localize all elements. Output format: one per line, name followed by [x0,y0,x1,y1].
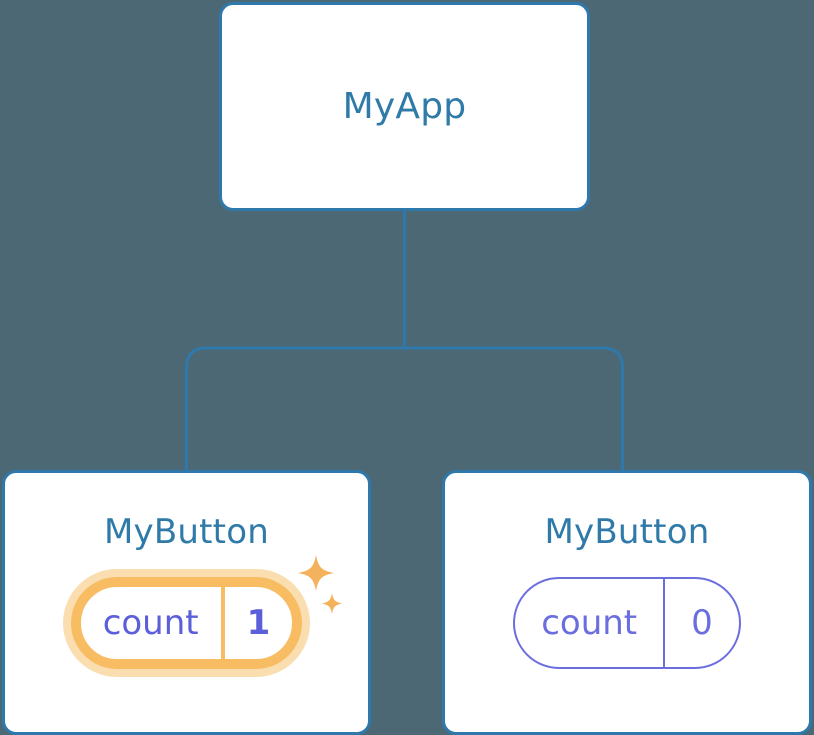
node-mybutton-2[interactable]: MyButton count 0 [442,470,812,735]
state-key: count [541,603,638,643]
state-value: 1 [220,587,293,659]
state-key: count [102,603,199,643]
node-myapp[interactable]: MyApp [219,2,590,211]
node-mybutton-1[interactable]: MyButton count 1 [2,470,371,735]
node-title: MyApp [342,85,467,127]
state-pill-count[interactable]: count 0 [513,577,741,669]
state-pill-wrap: count 0 [513,577,741,669]
state-value: 0 [663,579,739,667]
state-pill-wrap: count 1 [70,555,343,669]
connector-children-bus [185,346,624,472]
sparkle-small-icon [321,593,343,614]
node-title: MyButton [544,512,710,552]
sparkle-large-icon [298,555,335,591]
state-pill-count-updated[interactable]: count 1 [70,577,303,669]
node-title: MyButton [104,512,269,552]
